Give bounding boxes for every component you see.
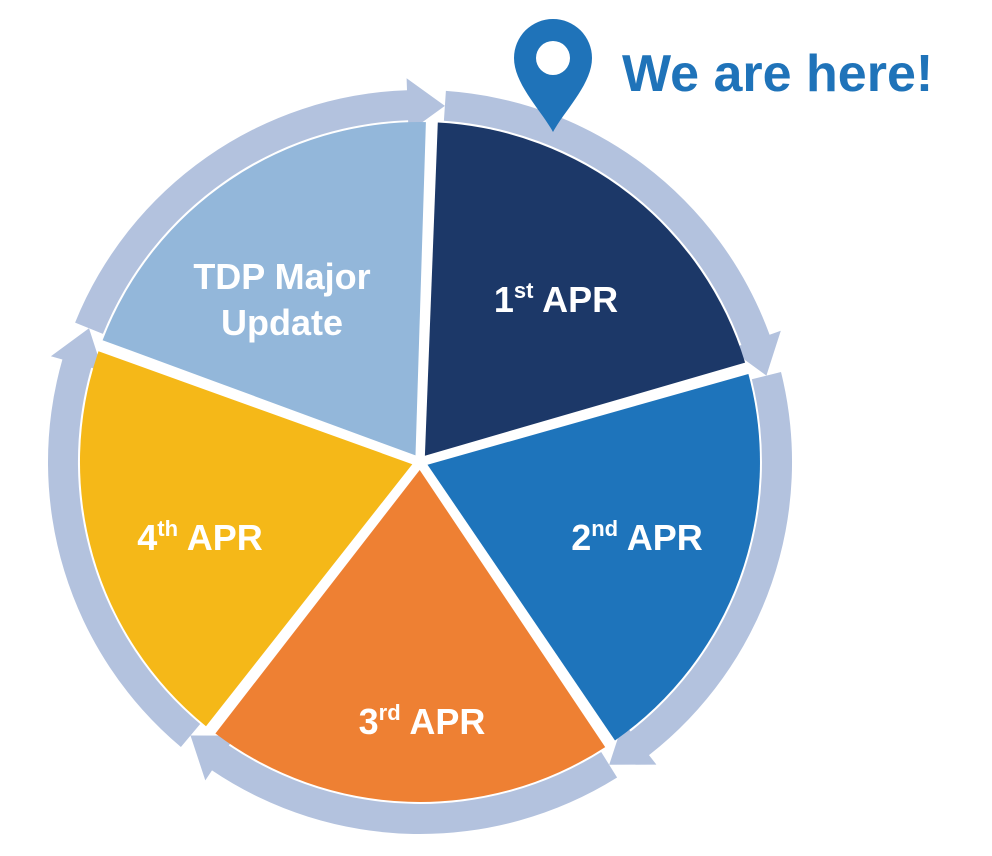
cycle-arrow-major-update xyxy=(443,90,781,376)
segment-label-apr-3: 3rd APR xyxy=(359,700,486,742)
cycle-arrow-apr-2 xyxy=(190,735,618,834)
cycle-arrows xyxy=(47,78,793,834)
cycle-arrow-apr-4 xyxy=(75,78,445,334)
segment-major-update xyxy=(424,122,746,456)
segment-apr-2 xyxy=(215,470,606,802)
we-are-here-label: We are here! xyxy=(622,45,934,103)
location-pin-icon xyxy=(514,19,592,132)
segment-apr-1 xyxy=(427,374,760,741)
segment-label-apr-2: 2nd APR xyxy=(571,516,703,558)
segment-apr-3 xyxy=(79,351,413,727)
cycle-arrow-apr-1 xyxy=(609,372,793,765)
segment-label-apr-1: 1st APR xyxy=(494,278,618,320)
cycle-segments xyxy=(79,122,760,802)
segment-apr-4 xyxy=(102,122,426,456)
cycle-arrow-apr-3 xyxy=(47,328,201,747)
segment-label-apr-4: 4th APR xyxy=(137,516,262,558)
